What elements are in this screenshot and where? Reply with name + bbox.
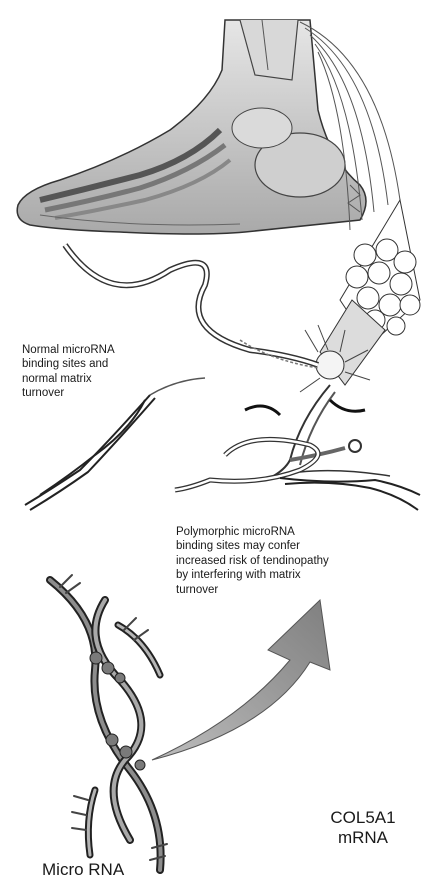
col5a1-mrna-label: COL5A1 mRNA bbox=[328, 808, 398, 849]
disrupted-fibril bbox=[175, 385, 420, 510]
increase-arrow-icon bbox=[152, 600, 330, 760]
label-line: mRNA bbox=[328, 828, 398, 848]
rna-helix-icon bbox=[50, 575, 167, 870]
label-line: increased risk of tendinopathy bbox=[176, 554, 401, 568]
label-line: by interfering with matrix bbox=[176, 568, 401, 582]
label-line: turnover bbox=[176, 583, 401, 597]
normal-binding-label: Normal microRNA binding sites and normal… bbox=[22, 343, 172, 401]
micro-rna-label: Micro RNA bbox=[42, 860, 162, 880]
label-line: COL5A1 bbox=[328, 808, 398, 828]
foot-illustration bbox=[17, 20, 366, 234]
label-line: turnover bbox=[22, 386, 172, 400]
polymorphic-binding-label: Polymorphic microRNA binding sites may c… bbox=[176, 525, 401, 597]
label-line: normal matrix bbox=[22, 372, 172, 386]
label-line: Normal microRNA bbox=[22, 343, 172, 357]
label-line: binding sites and bbox=[22, 357, 172, 371]
label-line: Polymorphic microRNA bbox=[176, 525, 401, 539]
label-line: binding sites may confer bbox=[176, 539, 401, 553]
